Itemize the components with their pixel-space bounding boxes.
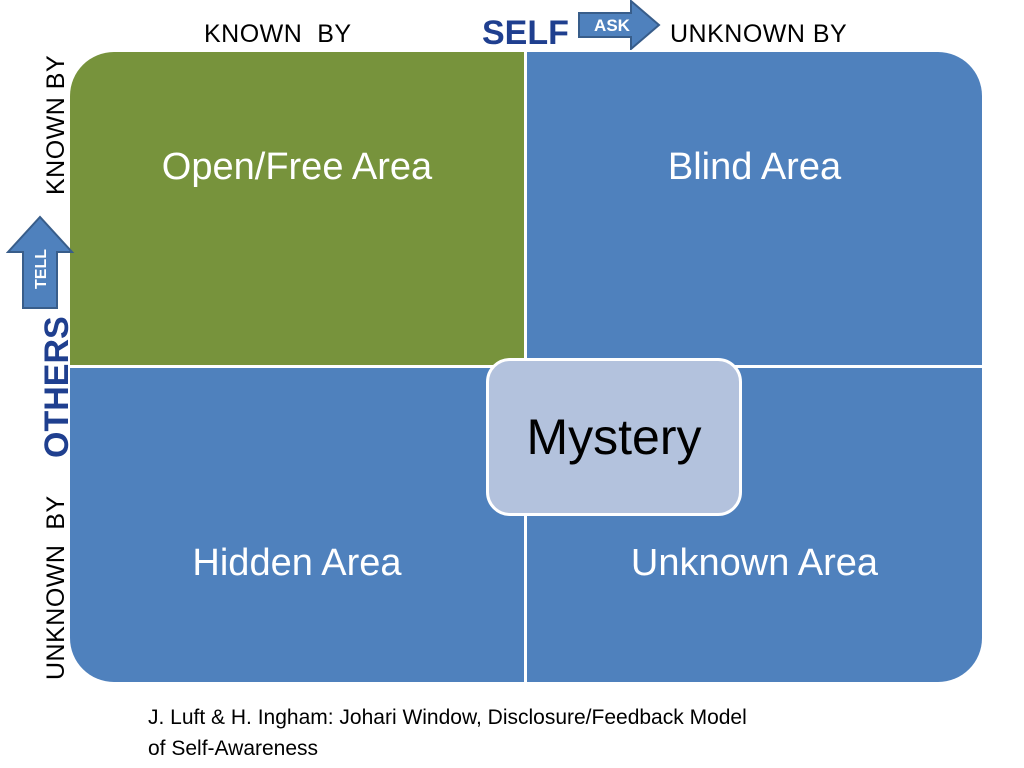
hidden-area-label: Hidden Area — [192, 542, 402, 584]
tell-arrow-shape — [6, 215, 75, 309]
unknown-area-label: Unknown Area — [630, 542, 879, 584]
ask-arrow-shape — [578, 0, 661, 50]
citation-line-1: J. Luft & H. Ingham: Johari Window, Disc… — [148, 706, 747, 729]
unknown-by-self-label: UNKNOWN BY — [670, 20, 848, 48]
tell-label: TELL — [33, 249, 50, 289]
self-heading: SELF — [482, 14, 569, 52]
ask-arrow-icon: ASK — [578, 0, 661, 50]
known-by-others-label: KNOWN BY — [42, 54, 70, 195]
others-heading: OTHERS — [38, 316, 76, 458]
tell-arrow-icon: TELL — [6, 215, 75, 309]
mystery-label: Mystery — [526, 409, 702, 465]
unknown-by-others-label: UNKNOWN BY — [42, 495, 70, 680]
hidden-area-quadrant: Hidden Area — [70, 368, 524, 682]
blind-area-label: Blind Area — [667, 146, 842, 188]
others-axis-label: UNKNOWN BY OTHERS KNOWN BY — [38, 40, 78, 680]
open-free-area-label: Open/Free Area — [161, 146, 433, 188]
mystery-box: Mystery — [486, 358, 742, 516]
open-free-area-quadrant: Open/Free Area — [70, 52, 524, 365]
ask-label: ASK — [594, 16, 631, 35]
citation-line-2: of Self-Awareness — [148, 737, 319, 760]
citation: J. Luft & H. Ingham: Johari Window, Disc… — [148, 702, 908, 764]
known-by-self-label: KNOWN BY — [204, 20, 352, 48]
blind-area-quadrant: Blind Area — [527, 52, 982, 365]
johari-grid: Open/Free Area Blind Area Hidden Area Un… — [70, 52, 982, 682]
